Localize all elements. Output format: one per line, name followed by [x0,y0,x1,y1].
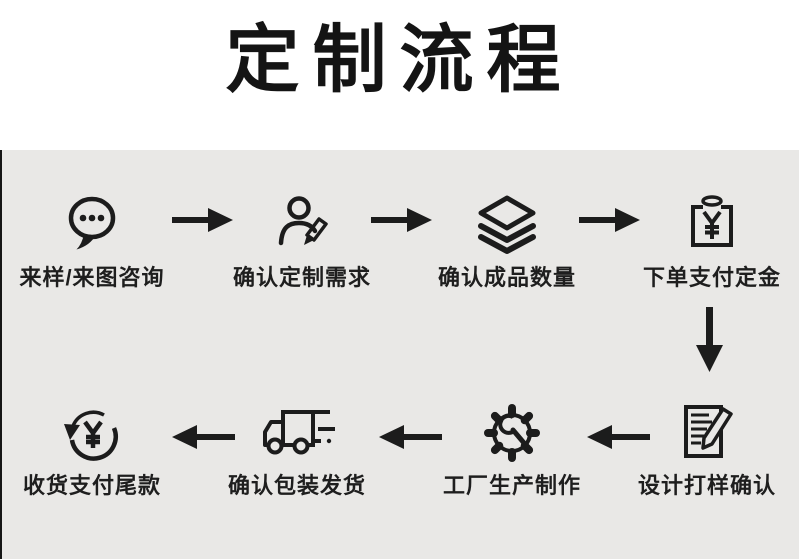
flow-panel: 来样/来图咨询 确认定制需求 [0,150,799,559]
step-label: 收货支付尾款 [22,473,161,498]
step-design-proofing: 设计打样确认 [622,400,792,499]
step-label: 设计打样确认 [637,473,776,498]
arrow-left-icon [169,417,235,457]
step-label: 确认定制需求 [232,265,371,290]
chat-bubble-icon [7,192,177,256]
page-title: 定制流程 [225,18,574,101]
arrow-right-icon [579,200,641,240]
arrow-left-icon [376,417,442,457]
step-pay-deposit: 下单支付定金 [627,192,797,291]
step-label: 来样/来图咨询 [19,265,165,290]
truck-icon [212,400,382,464]
step-label: 下单支付定金 [642,265,781,290]
person-pencil-icon [217,192,387,256]
arrow-right-icon [371,200,433,240]
layers-stack-icon [422,192,592,256]
yen-refresh-icon [7,400,177,464]
step-confirm-requirements: 确认定制需求 [217,192,387,291]
step-label: 确认成品数量 [437,265,576,290]
step-factory-production: 工厂生产制作 [427,400,597,499]
step-packaging-shipping: 确认包装发货 [212,400,382,499]
arrow-right-icon [172,200,234,240]
yen-bag-icon [627,192,797,256]
arrow-left-icon [584,417,650,457]
document-pencil-icon [622,400,792,464]
step-label: 工厂生产制作 [442,473,581,498]
arrow-down-icon [692,307,728,379]
gear-wrench-icon [427,400,597,464]
step-sample-inquiry: 来样/来图咨询 [7,192,177,291]
step-pay-balance: 收货支付尾款 [7,400,177,499]
step-label: 确认包装发货 [227,473,366,498]
step-confirm-quantity: 确认成品数量 [422,192,592,291]
